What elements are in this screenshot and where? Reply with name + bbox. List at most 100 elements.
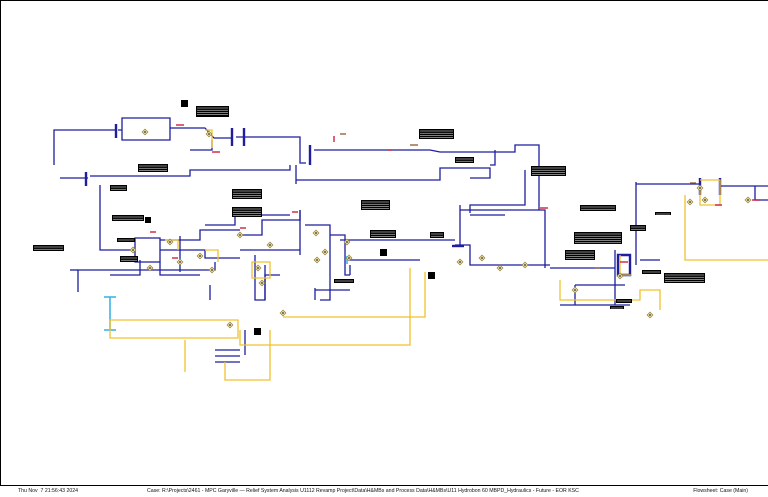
instrument-symbol[interactable] xyxy=(744,196,752,204)
data-table-block xyxy=(642,270,661,274)
process-line xyxy=(490,150,496,166)
data-table-block xyxy=(616,299,632,303)
instrument-symbol[interactable] xyxy=(616,272,624,280)
process-line xyxy=(160,229,240,241)
process-line xyxy=(264,274,280,300)
data-table-body xyxy=(455,157,474,163)
data-table-body xyxy=(120,256,138,262)
utility-line xyxy=(205,249,219,262)
flowsheet-name: Flowsheet: Case (Main) xyxy=(693,488,748,494)
instrument-center xyxy=(257,267,259,269)
process-line xyxy=(77,269,160,292)
instrument-symbol[interactable] xyxy=(478,254,486,262)
instrument-center xyxy=(269,244,271,246)
data-table-block xyxy=(112,215,144,221)
instrument-center xyxy=(649,314,651,316)
data-table-body xyxy=(110,185,127,191)
instrument-center xyxy=(144,131,146,133)
utility-line xyxy=(251,261,271,279)
data-table-body xyxy=(112,215,144,221)
instrument-center xyxy=(524,264,526,266)
instrument-symbol[interactable] xyxy=(236,231,244,239)
instrument-symbol[interactable] xyxy=(686,198,694,206)
instrument-center xyxy=(747,199,749,201)
data-table-block xyxy=(430,232,444,238)
data-table-block xyxy=(419,129,454,139)
process-line xyxy=(99,185,135,251)
data-table-block xyxy=(361,200,390,210)
instrument-symbol[interactable] xyxy=(321,248,329,256)
instrument-symbol[interactable] xyxy=(279,309,287,317)
instrument-symbol[interactable] xyxy=(176,258,184,266)
accent-segments xyxy=(150,124,760,269)
instrument-symbol[interactable] xyxy=(646,311,654,319)
data-table-block xyxy=(110,185,127,191)
instrument-symbol[interactable] xyxy=(343,238,351,246)
utility-line xyxy=(239,268,411,346)
data-table-body xyxy=(655,212,671,215)
instrument-symbol[interactable] xyxy=(226,321,234,329)
instrument-symbol[interactable] xyxy=(205,130,213,138)
case-path: Case: R:\Projects\2461 - MPC Garyville —… xyxy=(147,488,579,494)
instrument-symbol[interactable] xyxy=(166,238,174,246)
process-line xyxy=(118,117,171,141)
instrument-center xyxy=(229,324,231,326)
data-table-body xyxy=(574,232,622,244)
data-table-block xyxy=(531,166,566,176)
utility-line xyxy=(224,330,271,381)
instrument-symbol[interactable] xyxy=(701,196,709,204)
data-table-block xyxy=(655,212,671,215)
data-table-body xyxy=(232,189,262,199)
process-line xyxy=(170,127,232,139)
data-table-block xyxy=(664,273,705,283)
instrument-symbol[interactable] xyxy=(254,264,262,272)
instrument-symbol[interactable] xyxy=(208,266,216,274)
data-table-block xyxy=(117,238,135,242)
process-line xyxy=(296,167,491,181)
instrument-symbols xyxy=(129,128,752,329)
data-table-body xyxy=(33,245,64,251)
instrument-symbol[interactable] xyxy=(266,241,274,249)
instrument-symbol[interactable] xyxy=(141,128,149,136)
instrument-symbol[interactable] xyxy=(496,264,504,272)
flowsheet-canvas[interactable] xyxy=(0,0,768,486)
data-table-body xyxy=(610,306,624,309)
data-table-block xyxy=(232,207,262,217)
data-table-block xyxy=(630,225,646,231)
data-table-blocks xyxy=(33,106,705,309)
data-table-body xyxy=(361,200,390,210)
data-table-body xyxy=(531,166,566,176)
sheet-frame xyxy=(0,0,768,486)
instrument-symbol[interactable] xyxy=(521,261,529,269)
instrument-center xyxy=(704,199,706,201)
data-table-block xyxy=(33,245,64,251)
instrument-symbol[interactable] xyxy=(129,246,137,254)
instrument-symbol[interactable] xyxy=(696,184,704,192)
instrument-symbol[interactable] xyxy=(258,279,266,287)
instrument-symbol[interactable] xyxy=(571,286,579,294)
data-table-body xyxy=(630,225,646,231)
data-table-block xyxy=(370,230,396,238)
instrument-center xyxy=(348,257,350,259)
instrument-symbol[interactable] xyxy=(146,264,154,272)
data-table-body xyxy=(196,106,229,117)
instrument-center xyxy=(481,257,483,259)
utility-line xyxy=(559,280,661,310)
instrument-center xyxy=(211,269,213,271)
instrument-symbol[interactable] xyxy=(345,254,353,262)
instrument-symbol[interactable] xyxy=(312,229,320,237)
instrument-symbol[interactable] xyxy=(313,256,321,264)
utility-line xyxy=(109,319,239,339)
process-line xyxy=(236,136,306,164)
instrument-center xyxy=(282,312,284,314)
process-line xyxy=(754,186,768,201)
data-table-block xyxy=(580,205,616,211)
instrument-center xyxy=(689,201,691,203)
status-markers xyxy=(145,100,435,335)
instrument-symbol[interactable] xyxy=(196,252,204,260)
status-marker xyxy=(380,249,387,256)
process-line xyxy=(134,237,161,263)
data-table-body xyxy=(580,205,616,211)
instrument-symbol[interactable] xyxy=(456,258,464,266)
data-table-body xyxy=(664,273,705,283)
